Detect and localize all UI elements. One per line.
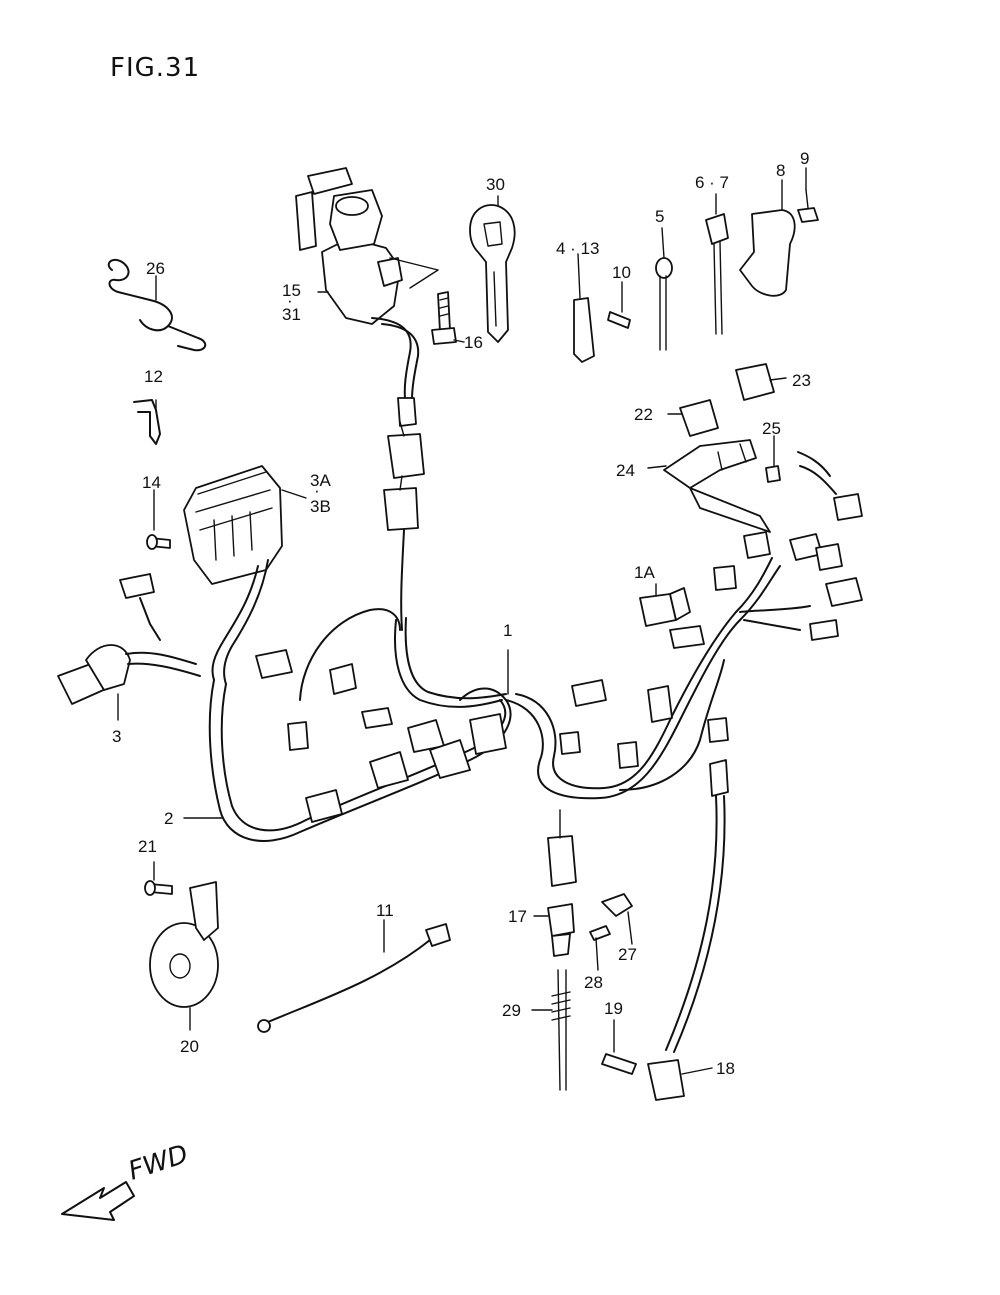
clip-9	[797, 189, 819, 223]
label-21: 21	[138, 837, 157, 856]
label-26: 26	[146, 259, 165, 278]
label-3-separator: ·	[314, 481, 320, 500]
fwd-arrow-icon	[61, 1181, 135, 1221]
connector-3	[57, 573, 201, 705]
label-12: 12	[144, 367, 163, 386]
label-5: 5	[655, 207, 664, 226]
sensor-18	[647, 759, 729, 1101]
label-17: 17	[508, 907, 527, 926]
label-4-13: 4 · 13	[556, 239, 599, 258]
strap-4-13	[573, 297, 595, 363]
label-23: 23	[792, 371, 811, 390]
relays-22-23-24	[663, 363, 863, 533]
label-2: 2	[164, 809, 173, 828]
label-11: 11	[376, 901, 394, 920]
label-20: 20	[180, 1037, 199, 1056]
label-3a: 3A	[310, 471, 331, 490]
label-15: 15	[282, 281, 301, 300]
ignition-switch-part	[295, 167, 439, 531]
screw-28	[589, 925, 611, 941]
bolt-10	[607, 311, 631, 329]
switch-17	[547, 903, 575, 957]
label-25: 25	[762, 419, 781, 438]
label-27: 27	[618, 945, 637, 964]
bracket-27	[601, 893, 633, 917]
label-30: 30	[486, 175, 505, 194]
ground-wire-11	[257, 923, 451, 1033]
bolt-21	[144, 880, 173, 896]
label-19: 19	[604, 999, 623, 1018]
clamp-8	[739, 209, 796, 297]
label-3b: 3B	[310, 497, 331, 516]
spring-clip-26	[107, 258, 207, 352]
fuse-box-3a-3b	[183, 465, 283, 685]
horn-20	[149, 881, 219, 1008]
tie-5	[655, 257, 673, 351]
label-31: 31	[282, 305, 301, 324]
label-28: 28	[584, 973, 603, 992]
relay-1a	[639, 587, 691, 627]
label-1a: 1A	[634, 563, 655, 582]
label-3: 3	[112, 727, 121, 746]
label-9: 9	[800, 149, 809, 168]
label-1: 1	[503, 621, 512, 640]
label-10: 10	[612, 263, 631, 282]
bolt-16	[431, 291, 457, 345]
label-8: 8	[776, 161, 785, 180]
label-22: 22	[634, 405, 653, 424]
label-24: 24	[616, 461, 635, 480]
label-14: 14	[142, 473, 161, 492]
fwd-label: FWD	[125, 1139, 192, 1186]
label-6-7: 6 · 7	[695, 173, 729, 192]
tie-6-7	[705, 213, 729, 335]
spring-29	[551, 969, 571, 1091]
label-15-31-dot: ·	[287, 291, 293, 310]
label-16: 16	[464, 333, 483, 352]
clip-12	[133, 399, 161, 445]
key-30	[469, 204, 516, 343]
bolt-14	[146, 534, 171, 550]
label-29: 29	[502, 1001, 521, 1020]
leader-lines	[117, 167, 807, 1075]
bolt-19	[601, 1053, 637, 1075]
figure-title: FIG.31	[110, 53, 200, 83]
label-18: 18	[716, 1059, 735, 1078]
harness-connectors	[255, 531, 863, 887]
